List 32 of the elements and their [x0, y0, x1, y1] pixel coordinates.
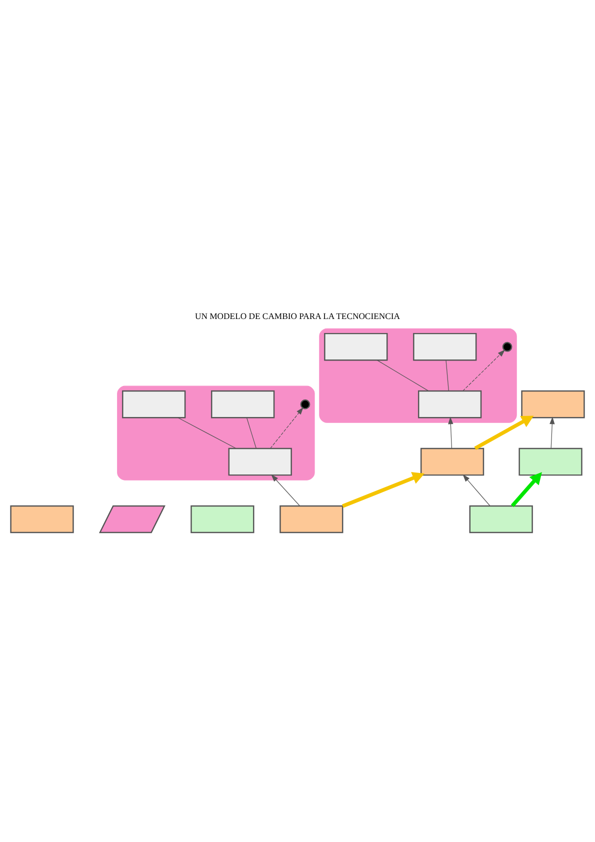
- arrow: [510, 472, 542, 508]
- connector: [178, 417, 236, 449]
- cluster: [117, 386, 315, 480]
- node-box: [413, 332, 477, 361]
- node-box: [10, 505, 74, 534]
- connector: [376, 360, 429, 392]
- node-box: [420, 448, 484, 476]
- arrow: [271, 474, 300, 506]
- arrow: [270, 407, 304, 449]
- node-box: [280, 505, 344, 534]
- arrow: [474, 416, 534, 450]
- node-box: [518, 448, 582, 476]
- connector: [246, 417, 256, 449]
- node-box: [190, 505, 254, 534]
- node-circle: [502, 342, 512, 352]
- node-box: [228, 448, 292, 476]
- node-box: [469, 505, 533, 534]
- arrow: [448, 416, 454, 449]
- node-box: [521, 390, 585, 418]
- node-circle: [300, 399, 310, 410]
- cluster: [319, 328, 517, 423]
- node-box: [324, 332, 388, 361]
- arrow: [462, 350, 506, 392]
- diagram-title: UN MODELO DE CAMBIO PARA LA TECNOCIENCIA: [195, 310, 400, 321]
- arrow: [342, 472, 425, 508]
- node-parallelogram: [98, 505, 166, 534]
- arrow: [462, 474, 490, 506]
- node-box: [122, 390, 186, 418]
- node-box: [211, 390, 275, 418]
- connector: [446, 360, 449, 392]
- node-box: [418, 390, 482, 418]
- arrow: [550, 416, 555, 449]
